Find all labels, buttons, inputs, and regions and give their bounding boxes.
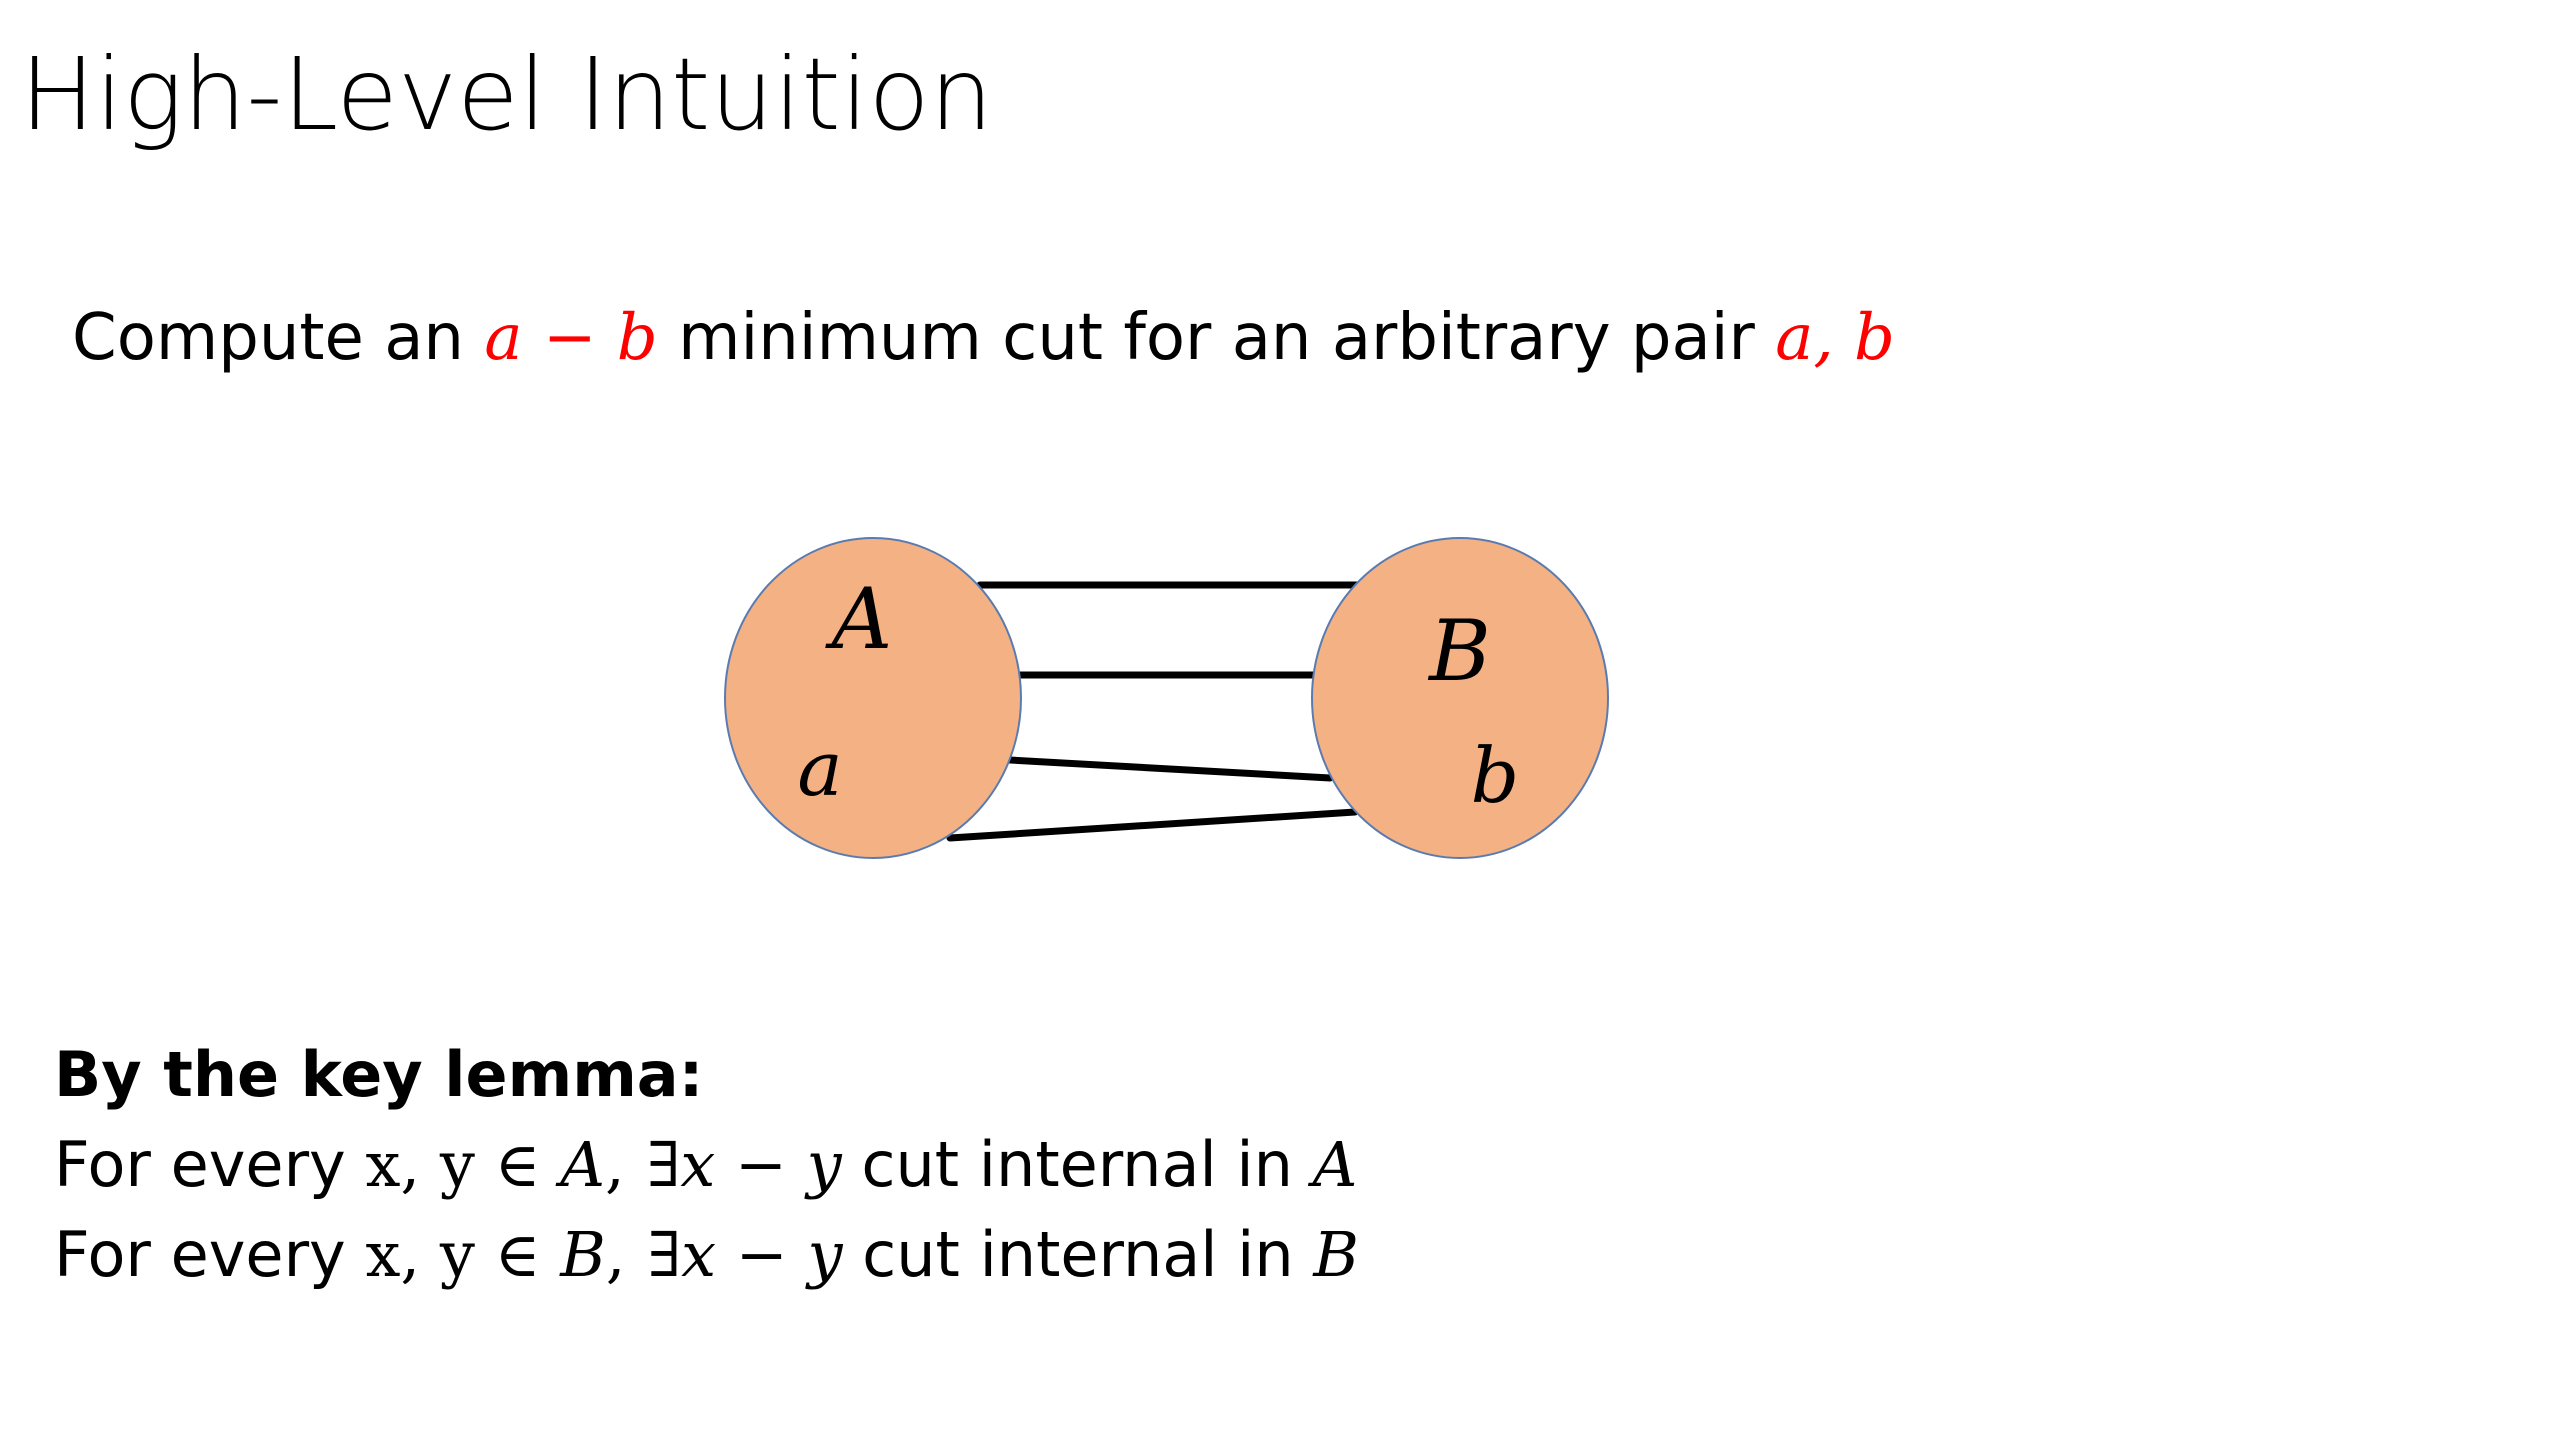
cut-edge-4 <box>946 808 1359 842</box>
slide-title: High-Level Intuition <box>20 36 993 153</box>
lemma-line-b: For every x, y ∈ B, ∃x − y cut internal i… <box>54 1210 1359 1300</box>
lemma-b-prefix: For every <box>54 1218 366 1291</box>
set-a-ellipse <box>724 537 1022 859</box>
lemma-a-cut: x − y <box>680 1128 842 1201</box>
lemma-b-set-end: B <box>1313 1218 1359 1291</box>
lemma-b-cut: x − y <box>681 1218 843 1291</box>
cut-edges <box>946 581 1364 842</box>
statement-vars-math: a, b <box>1775 301 1895 375</box>
lemma-a-set-end: A <box>1312 1128 1358 1201</box>
lemma-b-exists: ∃ <box>647 1218 682 1291</box>
lemma-a-set: A <box>560 1128 605 1201</box>
lemma-a-prefix: For every <box>54 1128 366 1201</box>
lemma-b-comma: , <box>605 1218 626 1291</box>
node-b-label: b <box>1471 731 1520 820</box>
lemma-heading: By the key lemma: <box>54 1038 704 1111</box>
problem-statement: Compute an a − b minimum cut for an arbi… <box>72 300 1895 377</box>
lemma-a-suffix: cut internal in <box>841 1128 1313 1201</box>
lemma-a-member: ∈ <box>474 1128 561 1201</box>
lemma-b-vars: x, y <box>365 1218 475 1291</box>
cut-edge-3 <box>1006 756 1334 782</box>
lemma-line-a: For every x, y ∈ A, ∃x − y cut internal i… <box>54 1120 1359 1210</box>
statement-prefix: Compute an <box>72 301 485 375</box>
lemma-a-exists: ∃ <box>646 1128 681 1201</box>
statement-middle: minimum cut for an arbitrary pair <box>657 301 1776 375</box>
node-a-label: a <box>797 724 842 813</box>
statement-pair-math: a − b <box>484 301 658 375</box>
lemma-b-set: B <box>560 1218 606 1291</box>
lemma-b-suffix: cut internal in <box>842 1218 1314 1291</box>
lemma-a-vars: x, y <box>365 1128 475 1201</box>
set-b-ellipse <box>1311 537 1609 859</box>
lemma-block: By the key lemma: For every x, y ∈ A,∃x … <box>54 1030 1359 1300</box>
lemma-b-member: ∈ <box>474 1218 561 1291</box>
set-b-label: B <box>1427 602 1491 700</box>
lemma-a-comma: , <box>604 1128 625 1201</box>
set-a-label: A <box>825 570 893 668</box>
